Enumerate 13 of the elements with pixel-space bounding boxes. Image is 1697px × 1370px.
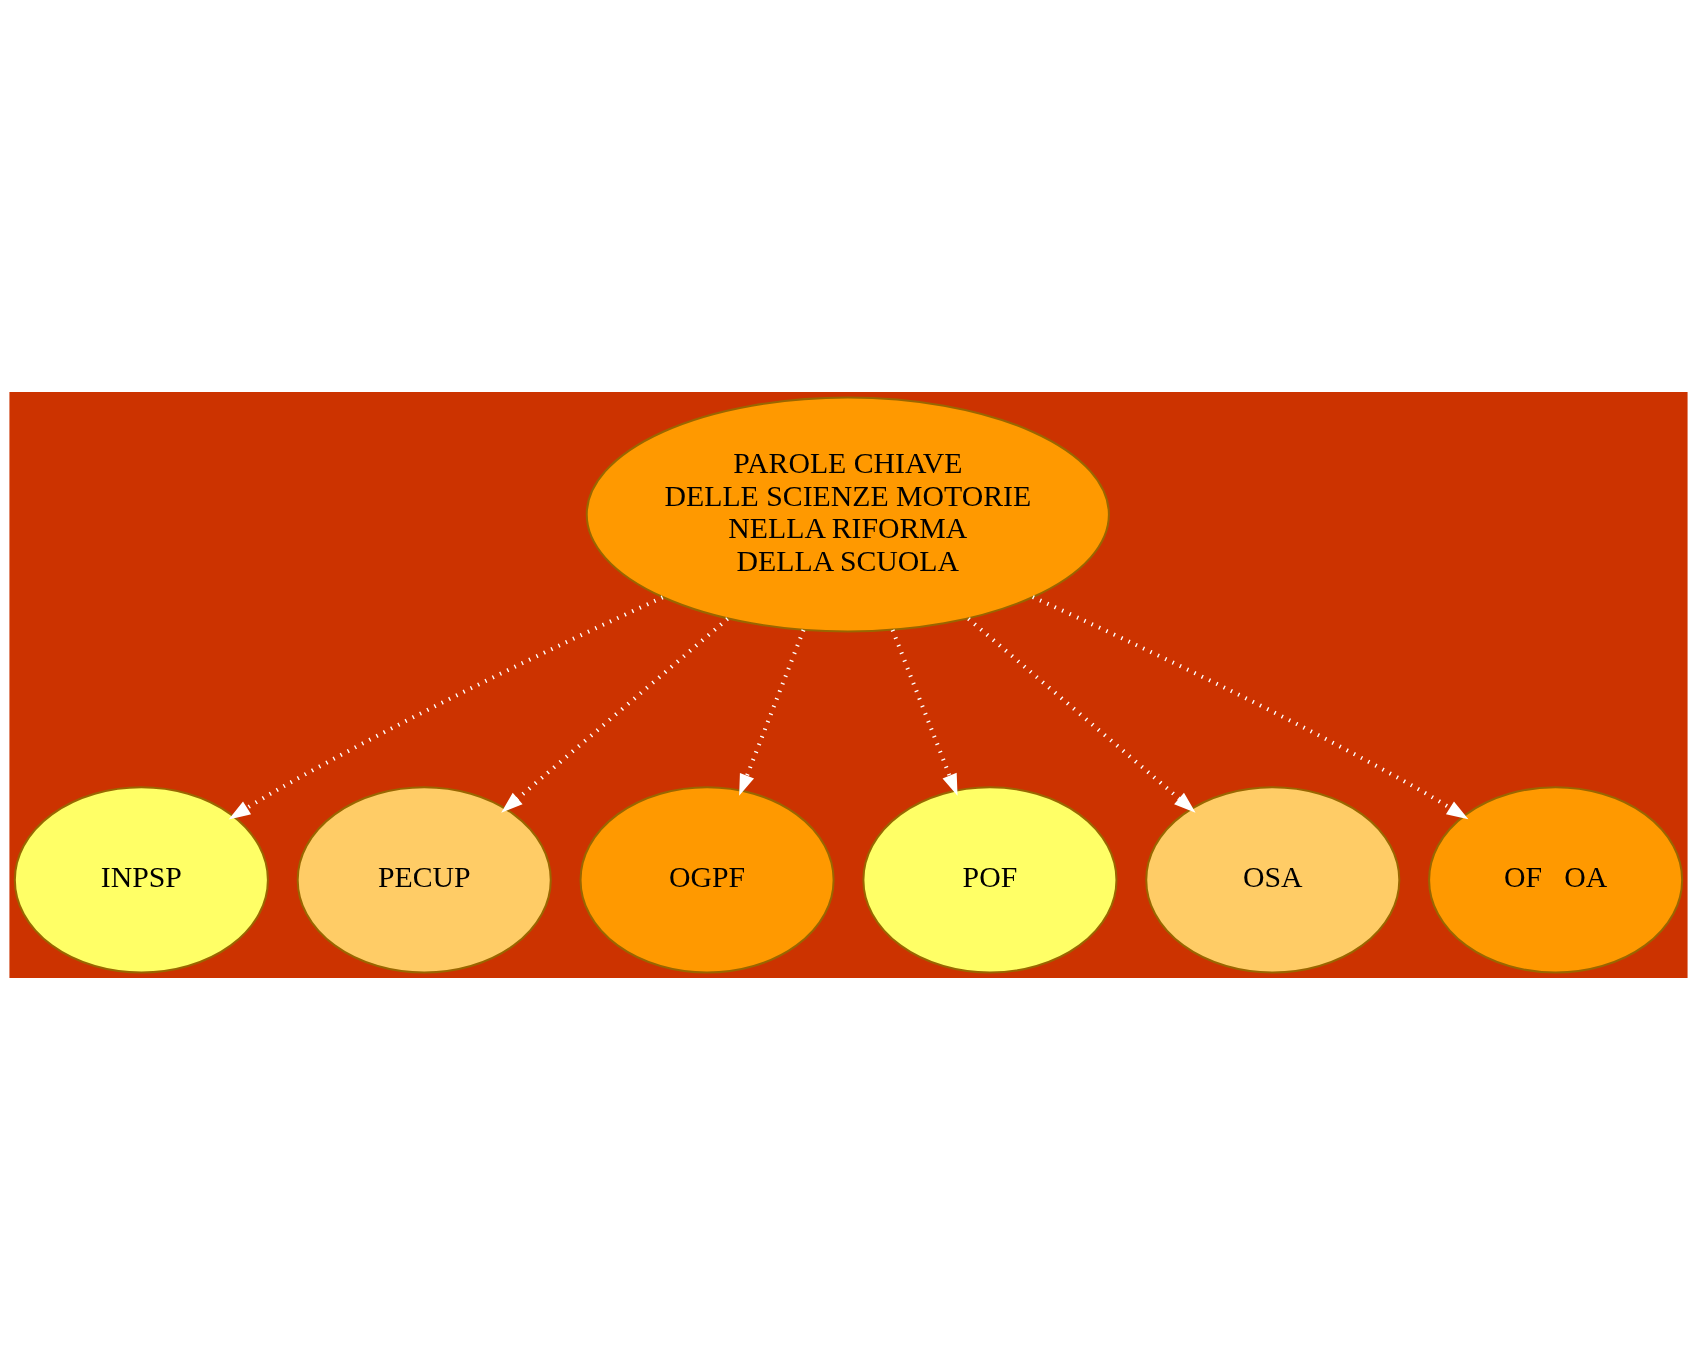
node-ellipse: PECUP	[296, 786, 552, 974]
node-ellipse: OGPF	[579, 786, 835, 974]
node-ellipse: OF OA	[1428, 786, 1684, 974]
arrow	[1032, 595, 1469, 820]
node-ellipse: PAROLE CHIAVE DELLE SCIENZE MOTORIE NELLA RIFORMA DELLA SCUOLA	[585, 396, 1110, 633]
arrow	[890, 629, 958, 796]
arrow	[739, 629, 806, 796]
arrow	[501, 617, 729, 813]
node-ellipse: INPSP	[13, 786, 269, 974]
node-ellipse: OSA	[1145, 786, 1401, 974]
arrow	[228, 595, 664, 820]
arrow	[967, 617, 1196, 813]
node-ellipse: POF	[862, 786, 1118, 974]
